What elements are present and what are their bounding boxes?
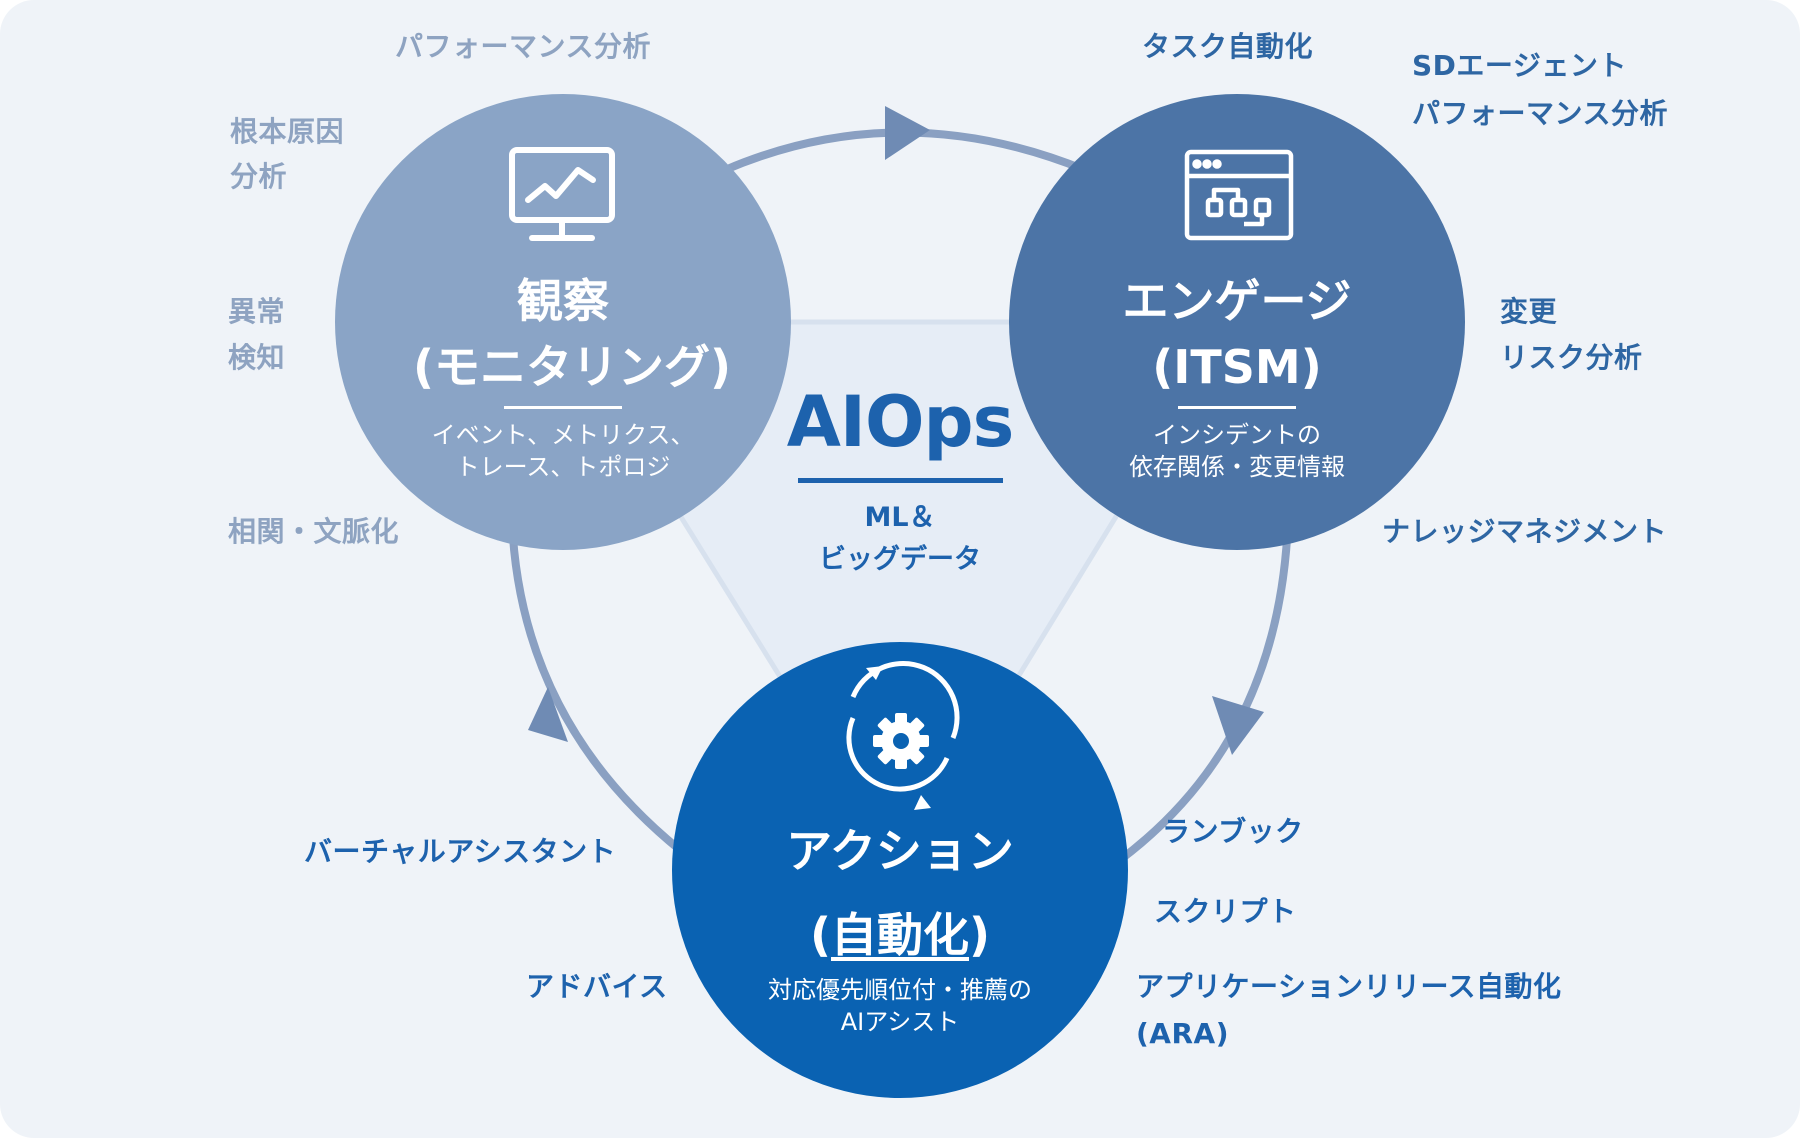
cycle-arc-right (1117, 519, 1292, 864)
observe-desc-line2: トレース、トポロジ (455, 453, 671, 481)
action-subtitle-open: ( (809, 908, 831, 962)
observe-divider (504, 406, 622, 409)
label-sd-performance: パフォーマンス分析 (1412, 97, 1668, 130)
label-script: スクリプト (1154, 895, 1297, 928)
action-subtitle-word: 自動化 (831, 908, 969, 962)
engage-desc-line1: インシデントの (1153, 421, 1321, 449)
label-sd-agent: SDエージェント (1412, 49, 1627, 82)
label-advice: アドバイス (526, 970, 668, 1003)
label-root-cause-1: 根本原因 (230, 115, 345, 148)
label-virtual-assistant: バーチャルアシスタント (304, 835, 617, 868)
label-anomaly-2: 検知 (228, 341, 286, 374)
aiops-subtitle-line1: ML＆ (864, 502, 936, 533)
monitor-chart-icon (509, 147, 615, 241)
observe-circle (335, 94, 791, 550)
aiops-subtitle-line2: ビッグデータ (819, 544, 981, 575)
engage-divider (1178, 406, 1296, 409)
gear-cycle-icon (846, 661, 960, 810)
action-node-text: アクション (自動化) 対応優先順位付・推薦の AIアシスト (740, 820, 1060, 1038)
label-ara-1: アプリケーションリリース自動化 (1136, 970, 1562, 1003)
observe-node-text: 観察 (モニタリング) イベント、メトリクス、 トレース、トポロジ (413, 270, 732, 483)
workflow-window-icon (1184, 149, 1294, 241)
engage-circle (1009, 94, 1465, 550)
action-subtitle: (自動化) (740, 904, 1060, 966)
label-ara-2: (ARA) (1136, 1017, 1229, 1050)
label-performance-analysis: パフォーマンス分析 (395, 30, 651, 63)
cycle-arc-left (508, 519, 683, 854)
label-knowledge-management: ナレッジマネジメント (1382, 515, 1668, 548)
engage-subtitle: (ITSM) (1152, 340, 1322, 394)
action-desc-line2: AIアシスト (840, 1008, 960, 1036)
engage-title: エンゲージ (1122, 274, 1352, 328)
arrowhead-left (528, 687, 568, 742)
label-anomaly-1: 異常 (228, 295, 286, 328)
observe-title: 観察 (517, 274, 609, 328)
observe-subtitle: (モニタリング) (413, 340, 732, 394)
aiops-title: AIOps (786, 381, 1015, 463)
arrowhead-right (1212, 696, 1264, 755)
action-title: アクション (786, 824, 1014, 878)
action-subtitle-close: ) (969, 908, 991, 962)
engage-node-text: エンゲージ (ITSM) インシデントの 依存関係・変更情報 (1087, 270, 1387, 483)
engage-desc-line2: 依存関係・変更情報 (1129, 453, 1345, 481)
action-circle (672, 642, 1128, 1098)
aiops-underline (797, 478, 1003, 483)
label-change-1: 変更 (1500, 295, 1558, 328)
label-task-automation: タスク自動化 (1142, 30, 1314, 63)
label-runbook: ランブック (1162, 815, 1304, 848)
label-correlation: 相関・文脈化 (228, 515, 400, 548)
observe-desc-line1: イベント、メトリクス、 (431, 421, 695, 449)
aiops-center: AIOps ML＆ ビッグデータ (740, 380, 1060, 581)
arrowhead-top (885, 106, 930, 160)
label-root-cause-2: 分析 (230, 160, 288, 193)
label-change-2: リスク分析 (1500, 341, 1643, 374)
action-desc-line1: 対応優先順位付・推薦の (768, 976, 1032, 1004)
